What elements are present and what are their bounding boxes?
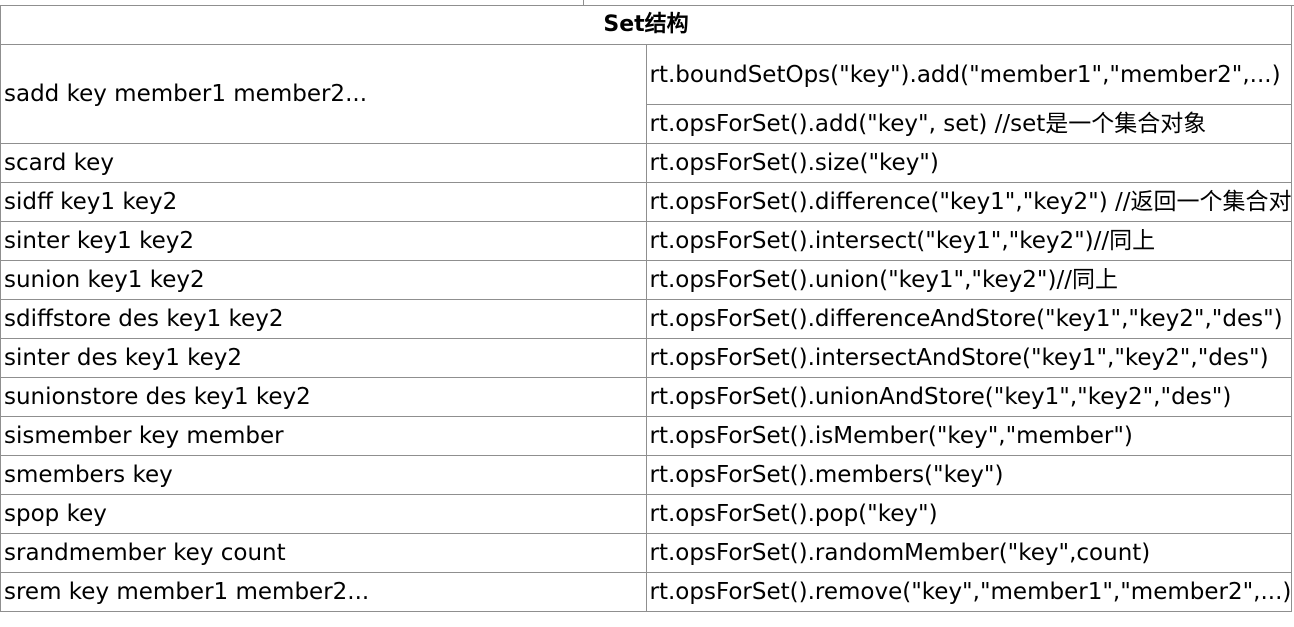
table-row: sinter key1 key2 rt.opsForSet().intersec…: [0, 221, 1292, 261]
table-row: sidff key1 key2 rt.opsForSet().differenc…: [0, 182, 1292, 222]
api-cell: rt.opsForSet().isMember("key","member"): [645, 416, 1292, 456]
table-row: rt.opsForSet().add("key", set) //set是一个集…: [1, 104, 1292, 144]
set-commands-table: Set结构 sadd key member1 member2... rt.bou…: [0, 5, 1292, 612]
section-header-row: Set结构: [0, 5, 1292, 45]
api-cell: rt.opsForSet().differenceAndStore("key1"…: [645, 299, 1292, 339]
command-cell: sinter key1 key2: [0, 221, 647, 261]
table-row: srandmember key count rt.opsForSet().ran…: [0, 533, 1292, 573]
command-cell: spop key: [0, 494, 647, 534]
api-cell: rt.opsForSet().difference("key1","key2")…: [645, 182, 1292, 222]
column-divider: [583, 0, 584, 5]
table-row: scard key rt.opsForSet().size("key"): [0, 143, 1292, 183]
command-cell: sidff key1 key2: [0, 182, 647, 222]
command-cell: sismember key member: [0, 416, 647, 456]
api-cell: rt.opsForSet().members("key"): [645, 455, 1292, 495]
table-row: sunion key1 key2 rt.opsForSet().union("k…: [0, 260, 1292, 300]
api-cell: rt.opsForSet().pop("key"): [645, 494, 1292, 534]
table-row: sadd key member1 member2... rt.boundSetO…: [0, 44, 1292, 144]
command-cell: sadd key member1 member2...: [0, 44, 647, 144]
table-row: smembers key rt.opsForSet().members("key…: [0, 455, 1292, 495]
api-cell: rt.opsForSet().remove("key","member1","m…: [645, 572, 1292, 612]
command-cell: sdiffstore des key1 key2: [0, 299, 647, 339]
table-row: sismember key member rt.opsForSet().isMe…: [0, 416, 1292, 456]
table-row: sunionstore des key1 key2 rt.opsForSet()…: [0, 377, 1292, 417]
section-title: Set结构: [0, 5, 1292, 45]
table-row: spop key rt.opsForSet().pop("key"): [0, 494, 1292, 534]
command-cell: sinter des key1 key2: [0, 338, 647, 378]
api-cell: rt.opsForSet().unionAndStore("key1","key…: [645, 377, 1292, 417]
command-cell: sunion key1 key2: [0, 260, 647, 300]
api-cell: rt.opsForSet().size("key"): [645, 143, 1292, 183]
command-cell: smembers key: [0, 455, 647, 495]
api-cell: rt.opsForSet().add("key", set) //set是一个集…: [645, 104, 1292, 144]
api-cell: rt.boundSetOps("key").add("member1","mem…: [645, 44, 1292, 105]
command-cell: srandmember key count: [0, 533, 647, 573]
api-cell: rt.opsForSet().intersect("key1","key2")/…: [645, 221, 1292, 261]
api-cell: rt.opsForSet().union("key1","key2")//同上: [645, 260, 1292, 300]
api-cell: rt.opsForSet().randomMember("key",count): [645, 533, 1292, 573]
api-cell: rt.opsForSet().intersectAndStore("key1",…: [645, 338, 1292, 378]
command-cell: scard key: [0, 143, 647, 183]
table-row: srem key member1 member2... rt.opsForSet…: [0, 572, 1292, 612]
table-row: sdiffstore des key1 key2 rt.opsForSet().…: [0, 299, 1292, 339]
command-cell: srem key member1 member2...: [0, 572, 647, 612]
command-cell: sunionstore des key1 key2: [0, 377, 647, 417]
table-row: sinter des key1 key2 rt.opsForSet().inte…: [0, 338, 1292, 378]
